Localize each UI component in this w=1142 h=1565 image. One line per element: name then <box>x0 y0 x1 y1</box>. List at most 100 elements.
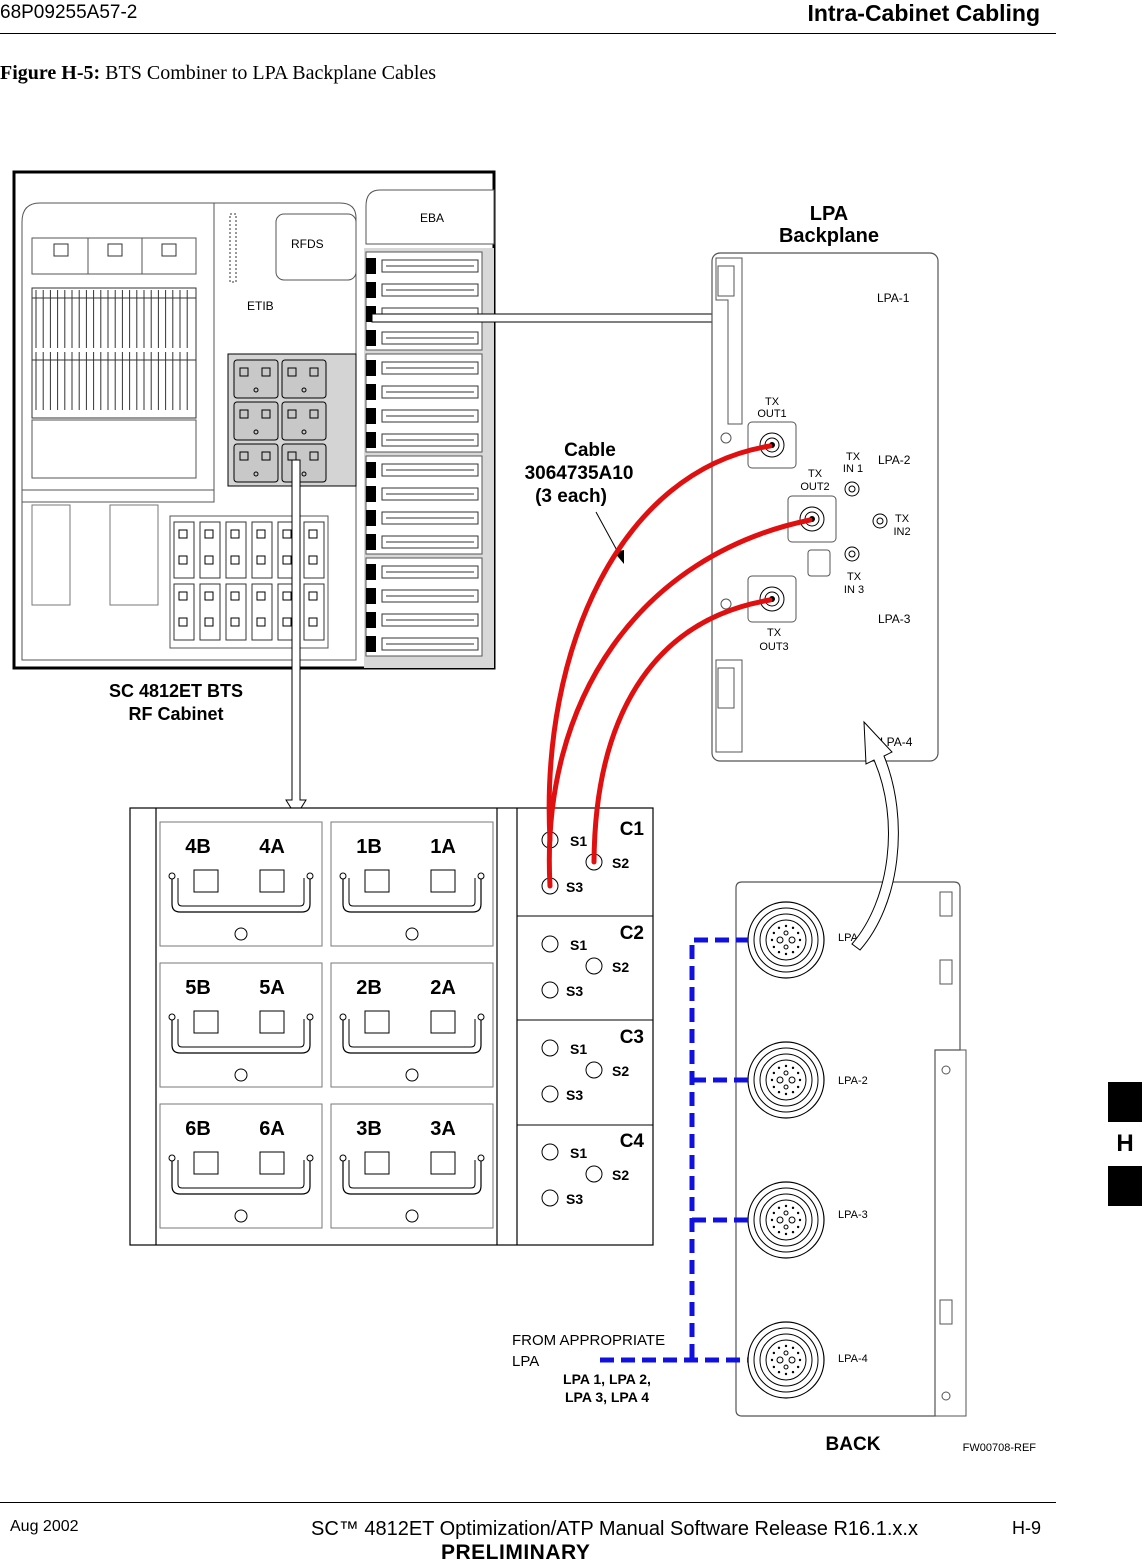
tx-out1-line1: TX <box>765 396 780 408</box>
rf-port <box>364 869 390 893</box>
header-rule <box>0 33 1056 34</box>
port-s3-label: S3 <box>566 1191 583 1207</box>
rf-port <box>364 1010 390 1034</box>
tx-out3-line1: TX <box>767 627 782 639</box>
port-s2-label: S2 <box>612 959 629 975</box>
footer-title: SC™ 4812ET Optimization/ATP Manual Softw… <box>311 1518 918 1540</box>
port-s2-label: S2 <box>612 855 629 871</box>
module-label-b: 4B <box>185 836 211 858</box>
from-line1: FROM APPROPRIATE <box>512 1332 665 1349</box>
port-s3-label: S3 <box>566 983 583 999</box>
cabinet-name-line1: SC 4812ET BTS <box>109 681 243 701</box>
module-handle <box>342 878 482 913</box>
port-s2-label: S2 <box>612 1167 629 1183</box>
module-label-a: 3A <box>430 1118 456 1140</box>
port-s1-label: S1 <box>570 833 587 849</box>
combiner-group-label: C1 <box>620 819 645 840</box>
cabinet-name-line2: RF Cabinet <box>128 704 223 724</box>
rf-cables <box>546 443 813 889</box>
figure-label: Figure H-5: <box>0 62 101 84</box>
port-s1 <box>541 1039 559 1057</box>
port-s1 <box>541 935 559 953</box>
mini-combiner-module <box>281 359 327 399</box>
tx-in1-line2: IN 1 <box>843 463 863 475</box>
combiner-group-label: C2 <box>620 923 644 944</box>
port-s1-label: S1 <box>570 1041 587 1057</box>
module-label-a: 2A <box>430 977 456 999</box>
document-number: 68P09255A57-2 <box>0 2 138 23</box>
cable-label-line2: 3064735A10 <box>525 463 634 484</box>
mini-combiner-module <box>233 401 279 441</box>
combiner-module <box>330 962 494 1088</box>
tx-out2-line2: OUT2 <box>800 481 829 493</box>
port-s3-label: S3 <box>566 1087 583 1103</box>
tx-in1-line1: TX <box>846 451 861 463</box>
module-label-b: 1B <box>356 836 382 858</box>
module-label-a: 5A <box>259 977 285 999</box>
port-s2-label: S2 <box>612 1063 629 1079</box>
from-lpa-callout: FROM APPROPRIATE LPA LPA 1, LPA 2, LPA 3… <box>512 1332 665 1405</box>
port-s1-label: S1 <box>570 937 587 953</box>
rf-port <box>364 1151 390 1175</box>
port-s3 <box>541 1085 559 1103</box>
backplane-slot-lpa1: LPA-1 <box>877 291 910 305</box>
etib-label: ETIB <box>247 299 274 313</box>
tx-in3-line2: IN 3 <box>844 584 864 596</box>
back-connector-lpa3-label: LPA-3 <box>838 1209 868 1221</box>
rf-port <box>430 1151 456 1175</box>
module-handle <box>171 1160 311 1195</box>
port-s3 <box>541 981 559 999</box>
rfds-label: RFDS <box>291 237 324 251</box>
port-s2 <box>585 1061 603 1079</box>
combiner-group-label: C3 <box>620 1027 644 1048</box>
module-handle <box>342 1160 482 1195</box>
module-label-a: 1A <box>430 836 456 858</box>
combiner-group-label: C4 <box>620 1131 645 1152</box>
backplane-title-line2: Backplane <box>779 225 879 247</box>
tab-marker-bottom <box>1108 1166 1142 1206</box>
arrow-back-to-backplane <box>851 720 899 951</box>
rf-port <box>193 869 219 893</box>
tx-in2-line1: TX <box>895 513 910 525</box>
lpa-list-line2: LPA 3, LPA 4 <box>565 1389 649 1405</box>
module-label-a: 4A <box>259 836 285 858</box>
rf-port <box>430 869 456 893</box>
back-panel: LPA-1 LPA-2 LPA-3 LPA-4 BACK <box>735 881 967 1455</box>
backplane-slot-lpa4: LPA-4 <box>880 735 913 749</box>
port-s1-label: S1 <box>570 1145 587 1161</box>
rf-port <box>193 1151 219 1175</box>
module-label-b: 5B <box>185 977 211 999</box>
module-label-b: 6B <box>185 1118 211 1140</box>
cable-label-line1: Cable <box>564 440 616 461</box>
circular-connector <box>747 1181 825 1259</box>
port-s2 <box>585 1165 603 1183</box>
port-s3-label: S3 <box>566 879 583 895</box>
section-title: Intra-Cabinet Cabling <box>807 0 1040 26</box>
lpa-cables <box>600 937 748 1363</box>
backplane-slot-lpa3: LPA-3 <box>878 612 911 626</box>
back-connector-lpa2-label: LPA-2 <box>838 1075 868 1087</box>
circular-connector <box>747 1041 825 1119</box>
module-label-b: 3B <box>356 1118 382 1140</box>
rf-port <box>259 1010 285 1034</box>
lpa-backplane: LPA Backplane LPA-1 LPA-2 LPA-3 LPA-4 TX… <box>711 203 939 762</box>
footer-rule <box>0 1502 1056 1503</box>
combiner-module <box>159 821 323 947</box>
lpa-list-line1: LPA 1, LPA 2, <box>563 1371 651 1387</box>
tab-marker-top <box>1108 1082 1142 1122</box>
tx-out2-line1: TX <box>808 468 823 480</box>
combiner-module <box>330 1103 494 1229</box>
figure-caption: BTS Combiner to LPA Backplane Cables <box>105 62 437 84</box>
port-s2 <box>585 957 603 975</box>
back-label: BACK <box>826 1434 881 1455</box>
footer-date: Aug 2002 <box>10 1518 79 1535</box>
figure-id: FW00708-REF <box>963 1442 1037 1454</box>
figure-title: Figure H-5: BTS Combiner to LPA Backplan… <box>0 62 436 85</box>
port-s3 <box>541 1189 559 1207</box>
eba-label: EBA <box>420 211 444 225</box>
footer-page: H-9 <box>1012 1518 1042 1538</box>
cable-label-line3: (3 each) <box>535 486 607 507</box>
rf-cabinet: EBA RFDS ETIB SC 4812ET BTS RF Cabinet <box>12 170 496 724</box>
